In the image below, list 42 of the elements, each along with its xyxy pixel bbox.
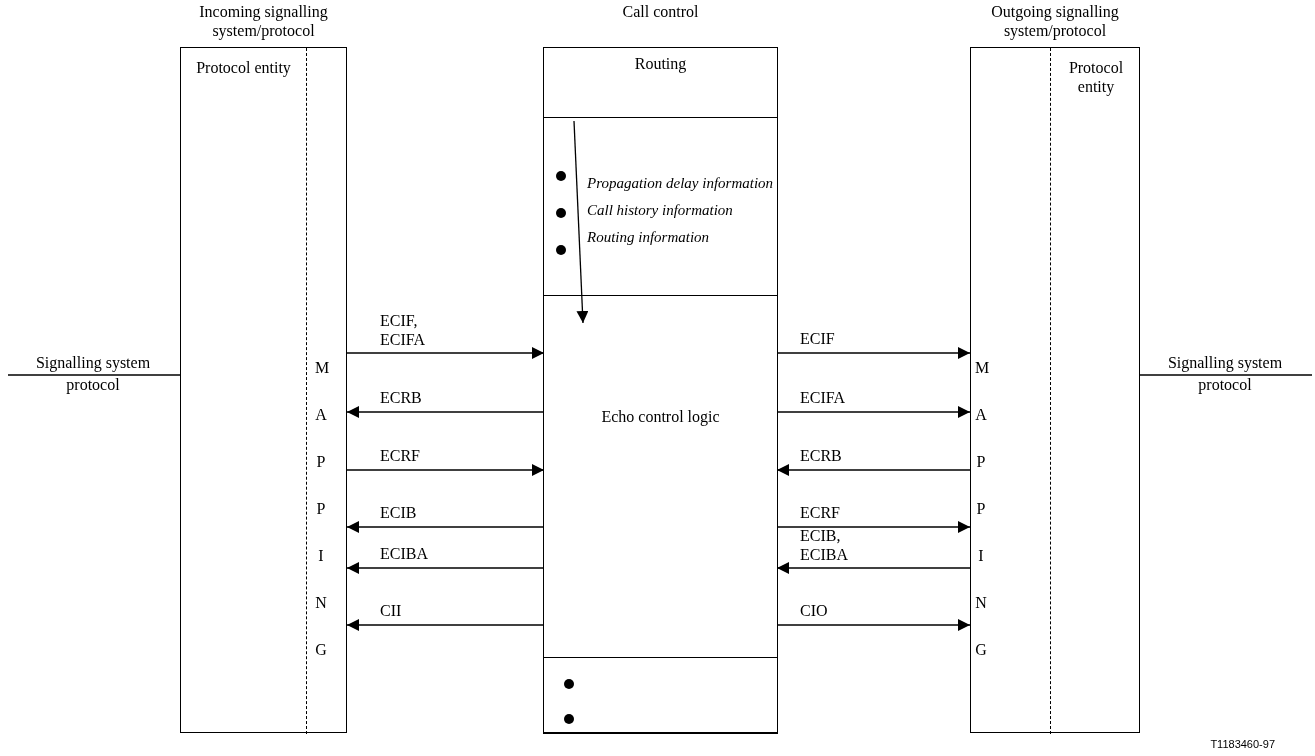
arrow [776, 406, 971, 418]
edge-label: ECIB, ECIBA [800, 526, 849, 564]
edge-label: ECIF [800, 329, 836, 348]
arrow [346, 464, 545, 476]
edge-label: ECRF [800, 503, 841, 522]
mapping-label: MAPPING [975, 358, 987, 660]
figure-code: T1183460-97 [1210, 738, 1275, 750]
info-item: Call history information [587, 201, 733, 220]
arrow [346, 562, 545, 574]
connector-line [1139, 374, 1313, 376]
column-heading: Outgoing signalling system/protocol [990, 2, 1120, 40]
interface-label: Signalling system protocol [8, 352, 180, 398]
arrow [776, 464, 971, 476]
arrow [346, 406, 545, 418]
arrow [346, 521, 545, 533]
arrow [776, 347, 971, 359]
section-label: Echo control logic [600, 407, 721, 428]
entity-label: Protocol entity [1067, 58, 1125, 96]
arrow [776, 521, 971, 533]
edge-label: ECIB [380, 503, 418, 522]
connector-line [7, 374, 181, 376]
section-label: Routing [633, 54, 688, 73]
interface-label: Signalling system protocol [1140, 352, 1312, 398]
edge-label: ECRF [380, 446, 421, 465]
arrow [573, 120, 589, 324]
arrow [776, 619, 971, 631]
arrow [346, 619, 545, 631]
arrow [346, 347, 545, 359]
edge-label: ECRB [800, 446, 843, 465]
column-heading: Call control [621, 2, 700, 21]
edge-label: CIO [800, 601, 829, 620]
info-item: Routing information [587, 228, 710, 247]
edge-label: ECRB [380, 388, 423, 407]
info-item: Propagation delay information [587, 174, 774, 193]
edge-label: ECIF, ECIFA [380, 311, 427, 349]
entity-label: Protocol entity [195, 58, 292, 77]
edge-label: ECIFA [800, 388, 847, 407]
edge-label: CII [380, 601, 403, 620]
column-heading: Incoming signalling system/protocol [198, 2, 329, 40]
edge-label: ECIBA [380, 544, 429, 563]
mapping-label: MAPPING [315, 358, 327, 660]
arrow [776, 562, 971, 574]
